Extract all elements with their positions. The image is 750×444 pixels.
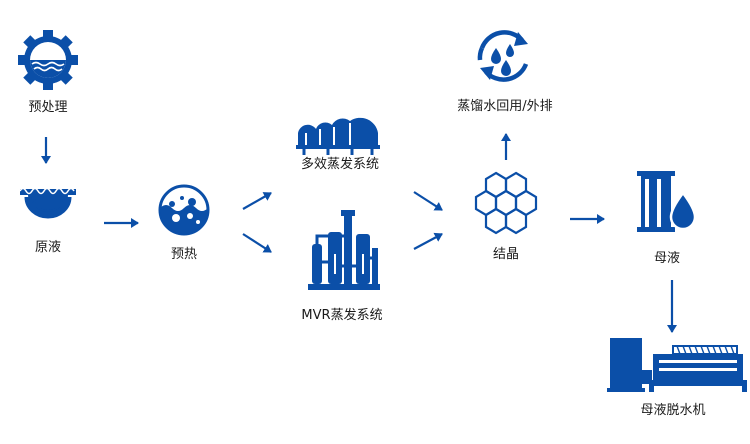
label-dewatering: 母液脱水机: [640, 403, 706, 418]
arrow-mvr-to-crystal: [413, 232, 443, 250]
gear-water-icon: [18, 30, 78, 90]
label-preheat: 预热: [170, 247, 198, 262]
dewatering-machine-icon: [607, 338, 747, 392]
basin-icon: [19, 187, 76, 219]
arrow-preheat-to-mvr: [242, 233, 272, 253]
water-recycle-icon: [477, 30, 529, 82]
label-mother-liquor: 母液: [653, 251, 681, 266]
label-multi-effect: 多效蒸发系统: [300, 157, 380, 172]
mvr-plant-icon: [308, 210, 380, 290]
label-raw-liquid: 原液: [34, 240, 62, 255]
label-mvr: MVR蒸发系统: [301, 308, 383, 323]
arrow-multi-effect-to-crystal: [413, 191, 443, 211]
bubbling-vessel-icon: [158, 184, 210, 236]
hexagon-crystal-icon: [474, 171, 538, 235]
label-crystallization: 结晶: [492, 247, 520, 262]
arrow-preheat-to-multi-effect: [242, 192, 272, 210]
label-distillate: 蒸馏水回用/外排: [457, 99, 553, 114]
label-pretreatment: 预处理: [28, 100, 68, 115]
multi-dome-evaporator-icon: [296, 117, 380, 155]
tank-drop-icon: [637, 171, 697, 232]
